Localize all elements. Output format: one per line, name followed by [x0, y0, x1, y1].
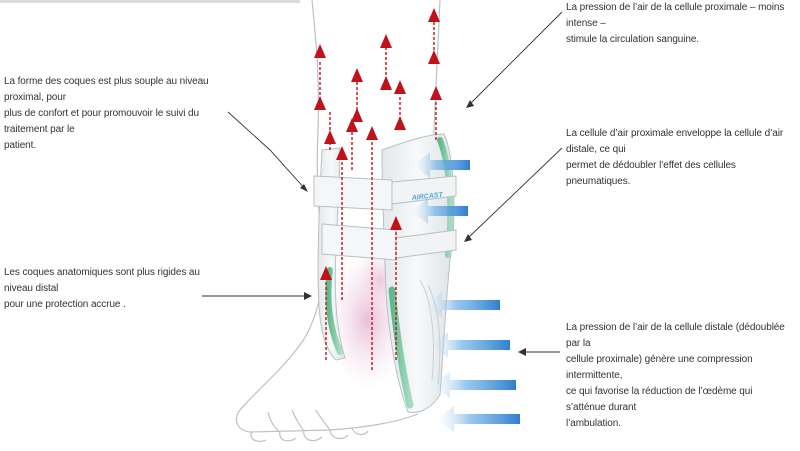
- annotation-distal-pressure: La pression de l’air de la cellule dista…: [566, 322, 785, 429]
- pointer-left-top: [227, 111, 307, 191]
- compression-arrows-distal: [426, 292, 520, 432]
- compression-arrows-proximal: [412, 152, 470, 224]
- strap-upper: [313, 175, 393, 211]
- annotation-proximal-cell: La cellule d’air proximale enveloppe la …: [566, 128, 784, 187]
- annotation-rigid-shells: Les coques anatomiques sont plus rigides…: [4, 267, 200, 310]
- annotation-shell-shape: La forme des coques est plus souple au n…: [4, 76, 209, 151]
- brand-label: AIRCAST: [410, 192, 443, 202]
- pointer-right-mid: [467, 147, 563, 239]
- annotation-proximal-pressure: La pression de l’air de la cellule proxi…: [566, 2, 785, 45]
- upward-arrowheads: [314, 8, 442, 280]
- strap-lower: [321, 223, 397, 261]
- pointer-right-top: [469, 11, 563, 105]
- pointer-lines: [202, 11, 563, 353]
- pointer-arrowheads: [300, 100, 526, 356]
- top-cropped-banner: [0, 0, 300, 3]
